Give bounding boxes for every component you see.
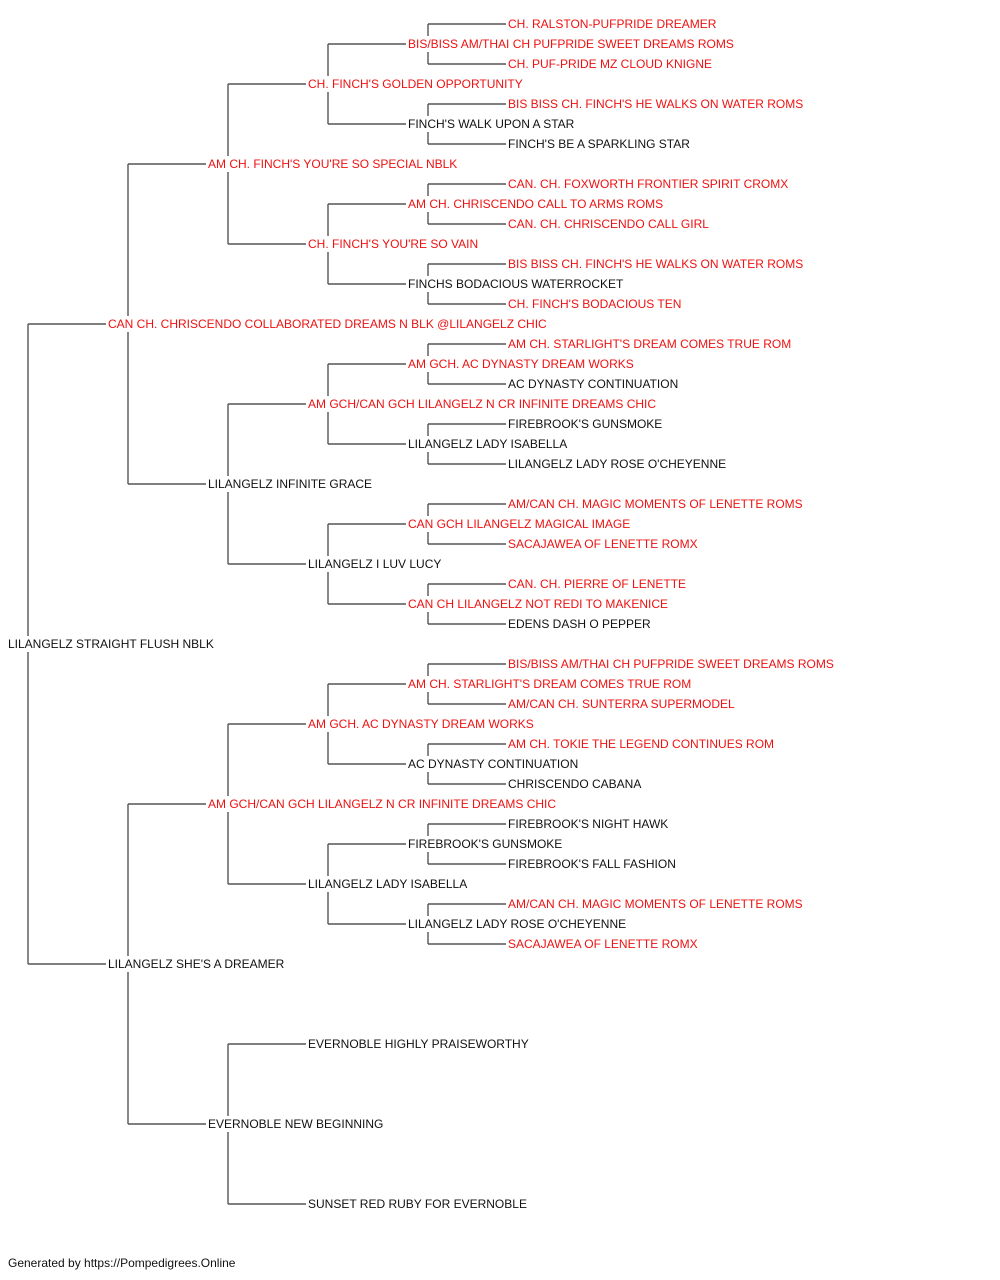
ancestor-name: LILANGELZ LADY ISABELLA xyxy=(308,877,467,891)
ancestor-name: AM GCH. AC DYNASTY DREAM WORKS xyxy=(308,717,534,731)
ancestor-name: LILANGELZ LADY ISABELLA xyxy=(408,437,567,451)
ancestor-name: SUNSET RED RUBY FOR EVERNOBLE xyxy=(308,1197,527,1211)
ancestor-name: FIREBROOK'S FALL FASHION xyxy=(508,857,676,871)
ancestor-name: CH. PUF-PRIDE MZ CLOUD KNIGNE xyxy=(508,57,712,71)
ancestor-name: AM/CAN CH. SUNTERRA SUPERMODEL xyxy=(508,697,735,711)
ancestor-name: FINCH'S BE A SPARKLING STAR xyxy=(508,137,690,151)
ancestor-name: CH. FINCH'S GOLDEN OPPORTUNITY xyxy=(308,77,523,91)
ancestor-name: LILANGELZ LADY ROSE O'CHEYENNE xyxy=(508,457,726,471)
ancestor-name: FIREBROOK'S NIGHT HAWK xyxy=(508,817,668,831)
ancestor-name: AM CH. CHRISCENDO CALL TO ARMS ROMS xyxy=(408,197,663,211)
ancestor-name: CAN. CH. CHRISCENDO CALL GIRL xyxy=(508,217,709,231)
ancestor-name: LILANGELZ LADY ROSE O'CHEYENNE xyxy=(408,917,626,931)
ancestor-name: BIS BISS CH. FINCH'S HE WALKS ON WATER R… xyxy=(508,97,803,111)
ancestor-name: FIREBROOK'S GUNSMOKE xyxy=(508,417,662,431)
ancestor-name: BIS/BISS AM/THAI CH PUFPRIDE SWEET DREAM… xyxy=(508,657,834,671)
ancestor-name: CAN CH LILANGELZ NOT REDI TO MAKENICE xyxy=(408,597,668,611)
ancestor-name: AM CH. FINCH'S YOU'RE SO SPECIAL NBLK xyxy=(208,157,457,171)
ancestor-name: CH. FINCH'S YOU'RE SO VAIN xyxy=(308,237,478,251)
ancestor-name: AM GCH/CAN GCH LILANGELZ N CR INFINITE D… xyxy=(308,397,656,411)
ancestor-name: AC DYNASTY CONTINUATION xyxy=(508,377,678,391)
ancestor-name: AM CH. STARLIGHT'S DREAM COMES TRUE ROM xyxy=(508,337,791,351)
ancestor-name: LILANGELZ SHE'S A DREAMER xyxy=(108,957,285,971)
ancestor-name: FINCHS BODACIOUS WATERROCKET xyxy=(408,277,624,291)
ancestor-name: FINCH'S WALK UPON A STAR xyxy=(408,117,575,131)
ancestor-name: BIS BISS CH. FINCH'S HE WALKS ON WATER R… xyxy=(508,257,803,271)
ancestor-name: SACAJAWEA OF LENETTE ROMX xyxy=(508,937,698,951)
ancestor-name: CAN GCH LILANGELZ MAGICAL IMAGE xyxy=(408,517,630,531)
ancestor-name: CAN. CH. FOXWORTH FRONTIER SPIRIT CROMX xyxy=(508,177,788,191)
ancestor-name: AM/CAN CH. MAGIC MOMENTS OF LENETTE ROMS xyxy=(508,497,803,511)
subject-name: LILANGELZ STRAIGHT FLUSH NBLK xyxy=(8,637,214,651)
ancestor-name: AM GCH/CAN GCH LILANGELZ N CR INFINITE D… xyxy=(208,797,556,811)
ancestor-name: BIS/BISS AM/THAI CH PUFPRIDE SWEET DREAM… xyxy=(408,37,734,51)
ancestor-name: LILANGELZ INFINITE GRACE xyxy=(208,477,372,491)
ancestor-name: EVERNOBLE NEW BEGINNING xyxy=(208,1117,383,1131)
ancestor-name: AM GCH. AC DYNASTY DREAM WORKS xyxy=(408,357,634,371)
ancestor-name: FIREBROOK'S GUNSMOKE xyxy=(408,837,562,851)
ancestor-name: AM CH. TOKIE THE LEGEND CONTINUES ROM xyxy=(508,737,774,751)
ancestor-name: LILANGELZ I LUV LUCY xyxy=(308,557,441,571)
ancestor-name: CHRISCENDO CABANA xyxy=(508,777,641,791)
ancestor-name: CAN CH. CHRISCENDO COLLABORATED DREAMS N… xyxy=(108,317,547,331)
ancestor-name: AM/CAN CH. MAGIC MOMENTS OF LENETTE ROMS xyxy=(508,897,803,911)
ancestor-name: CH. RALSTON-PUFPRIDE DREAMER xyxy=(508,17,717,31)
ancestor-name: AM CH. STARLIGHT'S DREAM COMES TRUE ROM xyxy=(408,677,691,691)
ancestor-name: CH. FINCH'S BODACIOUS TEN xyxy=(508,297,681,311)
ancestor-name: AC DYNASTY CONTINUATION xyxy=(408,757,578,771)
ancestor-name: EVERNOBLE HIGHLY PRAISEWORTHY xyxy=(308,1037,529,1051)
ancestor-name: EDENS DASH O PEPPER xyxy=(508,617,651,631)
ancestor-name: SACAJAWEA OF LENETTE ROMX xyxy=(508,537,698,551)
ancestor-name: CAN. CH. PIERRE OF LENETTE xyxy=(508,577,686,591)
footer-credit: Generated by https://Pompedigrees.Online xyxy=(8,1256,236,1270)
